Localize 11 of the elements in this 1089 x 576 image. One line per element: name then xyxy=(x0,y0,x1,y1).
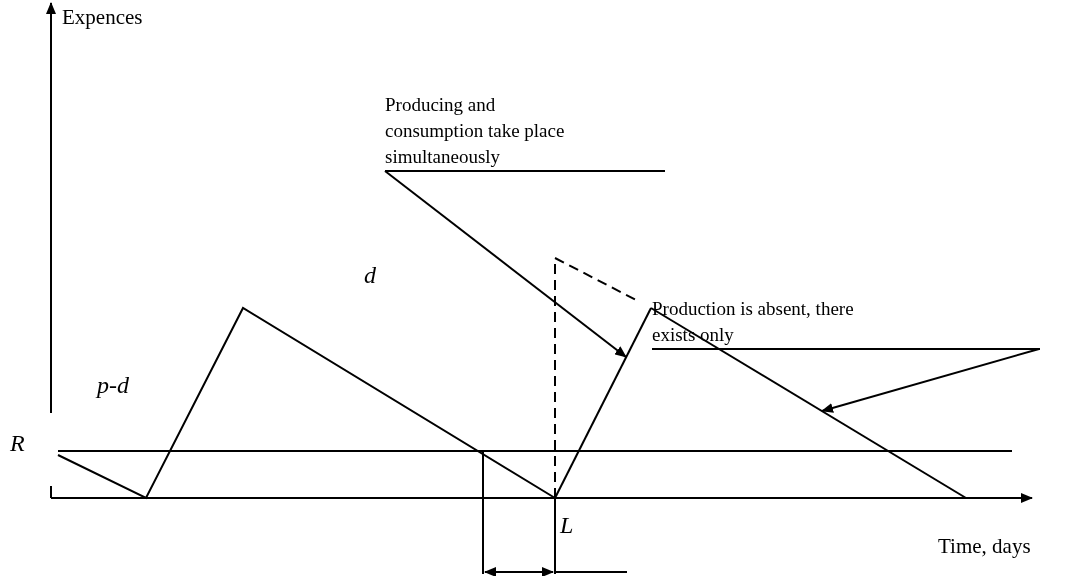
callout-text: Production is absent, there exists only xyxy=(652,297,855,347)
variable-label: R xyxy=(10,430,25,457)
variable-label: L xyxy=(560,512,574,539)
variable-label: p-d xyxy=(97,372,129,399)
callout-text: Producing and consumption take place simultaneously xyxy=(385,93,566,169)
leader-line xyxy=(821,348,1040,413)
leader-line xyxy=(384,170,627,358)
axis-label: Time, days xyxy=(938,533,1031,560)
inventory-sawtooth-line xyxy=(554,307,652,499)
axis-label: Expences xyxy=(62,4,143,31)
variable-label: d xyxy=(364,262,376,289)
